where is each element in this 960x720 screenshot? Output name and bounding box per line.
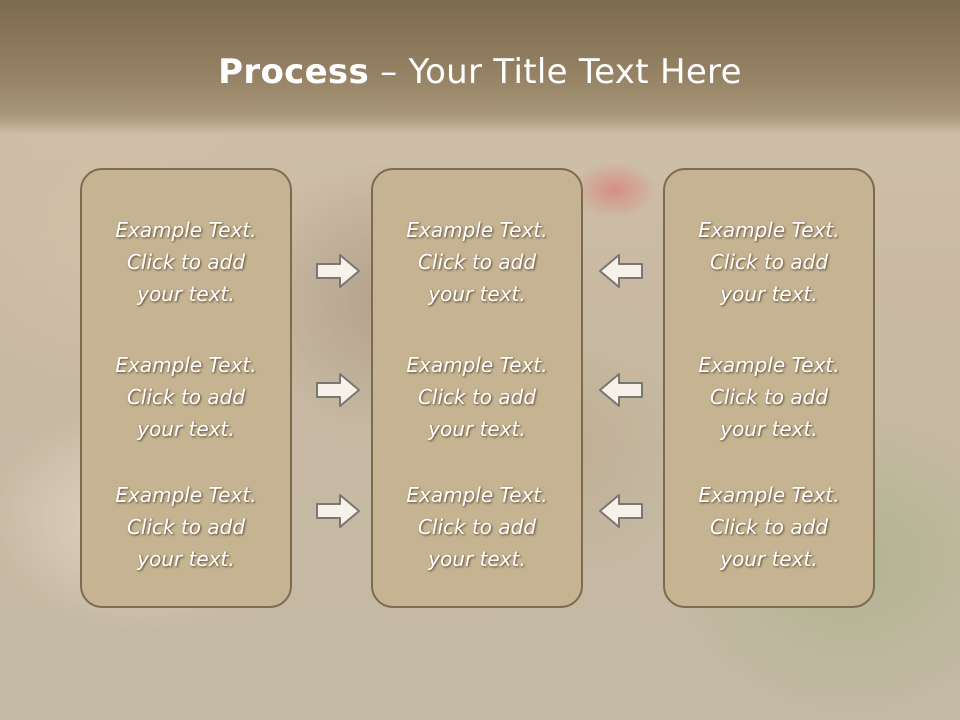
text-item[interactable]: Example Text. Click to add your text. <box>373 349 581 445</box>
text-line: Click to add <box>709 250 829 274</box>
right-arrow-icon <box>316 373 360 407</box>
text-line: Example Text. <box>698 218 840 242</box>
text-line: Click to add <box>417 385 537 409</box>
text-line: your text. <box>137 282 235 306</box>
text-line: your text. <box>720 417 818 441</box>
text-line: Click to add <box>709 385 829 409</box>
text-line: Example Text. <box>698 483 840 507</box>
left-arrow-icon <box>599 373 643 407</box>
text-item[interactable]: Example Text. Click to add your text. <box>665 349 873 445</box>
slide-title[interactable]: Process – Your Title Text Here <box>0 52 960 92</box>
text-line: Example Text. <box>406 218 548 242</box>
text-item[interactable]: Example Text. Click to add your text. <box>82 479 290 575</box>
left-arrow-icon <box>599 254 643 288</box>
text-item[interactable]: Example Text. Click to add your text. <box>665 214 873 310</box>
text-line: your text. <box>137 547 235 571</box>
text-line: Click to add <box>126 385 246 409</box>
text-line: your text. <box>428 282 526 306</box>
text-item[interactable]: Example Text. Click to add your text. <box>373 479 581 575</box>
text-line: Example Text. <box>406 483 548 507</box>
text-line: Click to add <box>417 515 537 539</box>
text-line: Example Text. <box>698 353 840 377</box>
title-bar <box>0 0 960 135</box>
text-line: Click to add <box>126 515 246 539</box>
text-line: Click to add <box>709 515 829 539</box>
text-item[interactable]: Example Text. Click to add your text. <box>82 349 290 445</box>
text-line: your text. <box>720 282 818 306</box>
text-line: your text. <box>428 417 526 441</box>
text-line: Example Text. <box>115 218 257 242</box>
right-arrow-icon <box>316 254 360 288</box>
text-line: your text. <box>137 417 235 441</box>
right-text-box[interactable]: Example Text. Click to add your text. Ex… <box>663 168 875 608</box>
left-arrow-icon <box>599 494 643 528</box>
text-line: Example Text. <box>115 353 257 377</box>
text-item[interactable]: Example Text. Click to add your text. <box>665 479 873 575</box>
text-item[interactable]: Example Text. Click to add your text. <box>373 214 581 310</box>
text-line: Click to add <box>126 250 246 274</box>
text-line: your text. <box>720 547 818 571</box>
middle-text-box[interactable]: Example Text. Click to add your text. Ex… <box>371 168 583 608</box>
text-line: Example Text. <box>406 353 548 377</box>
text-line: your text. <box>428 547 526 571</box>
right-arrow-icon <box>316 494 360 528</box>
text-item[interactable]: Example Text. Click to add your text. <box>82 214 290 310</box>
title-rest: – Your Title Text Here <box>369 52 742 92</box>
text-line: Example Text. <box>115 483 257 507</box>
text-line: Click to add <box>417 250 537 274</box>
left-text-box[interactable]: Example Text. Click to add your text. Ex… <box>80 168 292 608</box>
title-bold: Process <box>218 52 370 92</box>
